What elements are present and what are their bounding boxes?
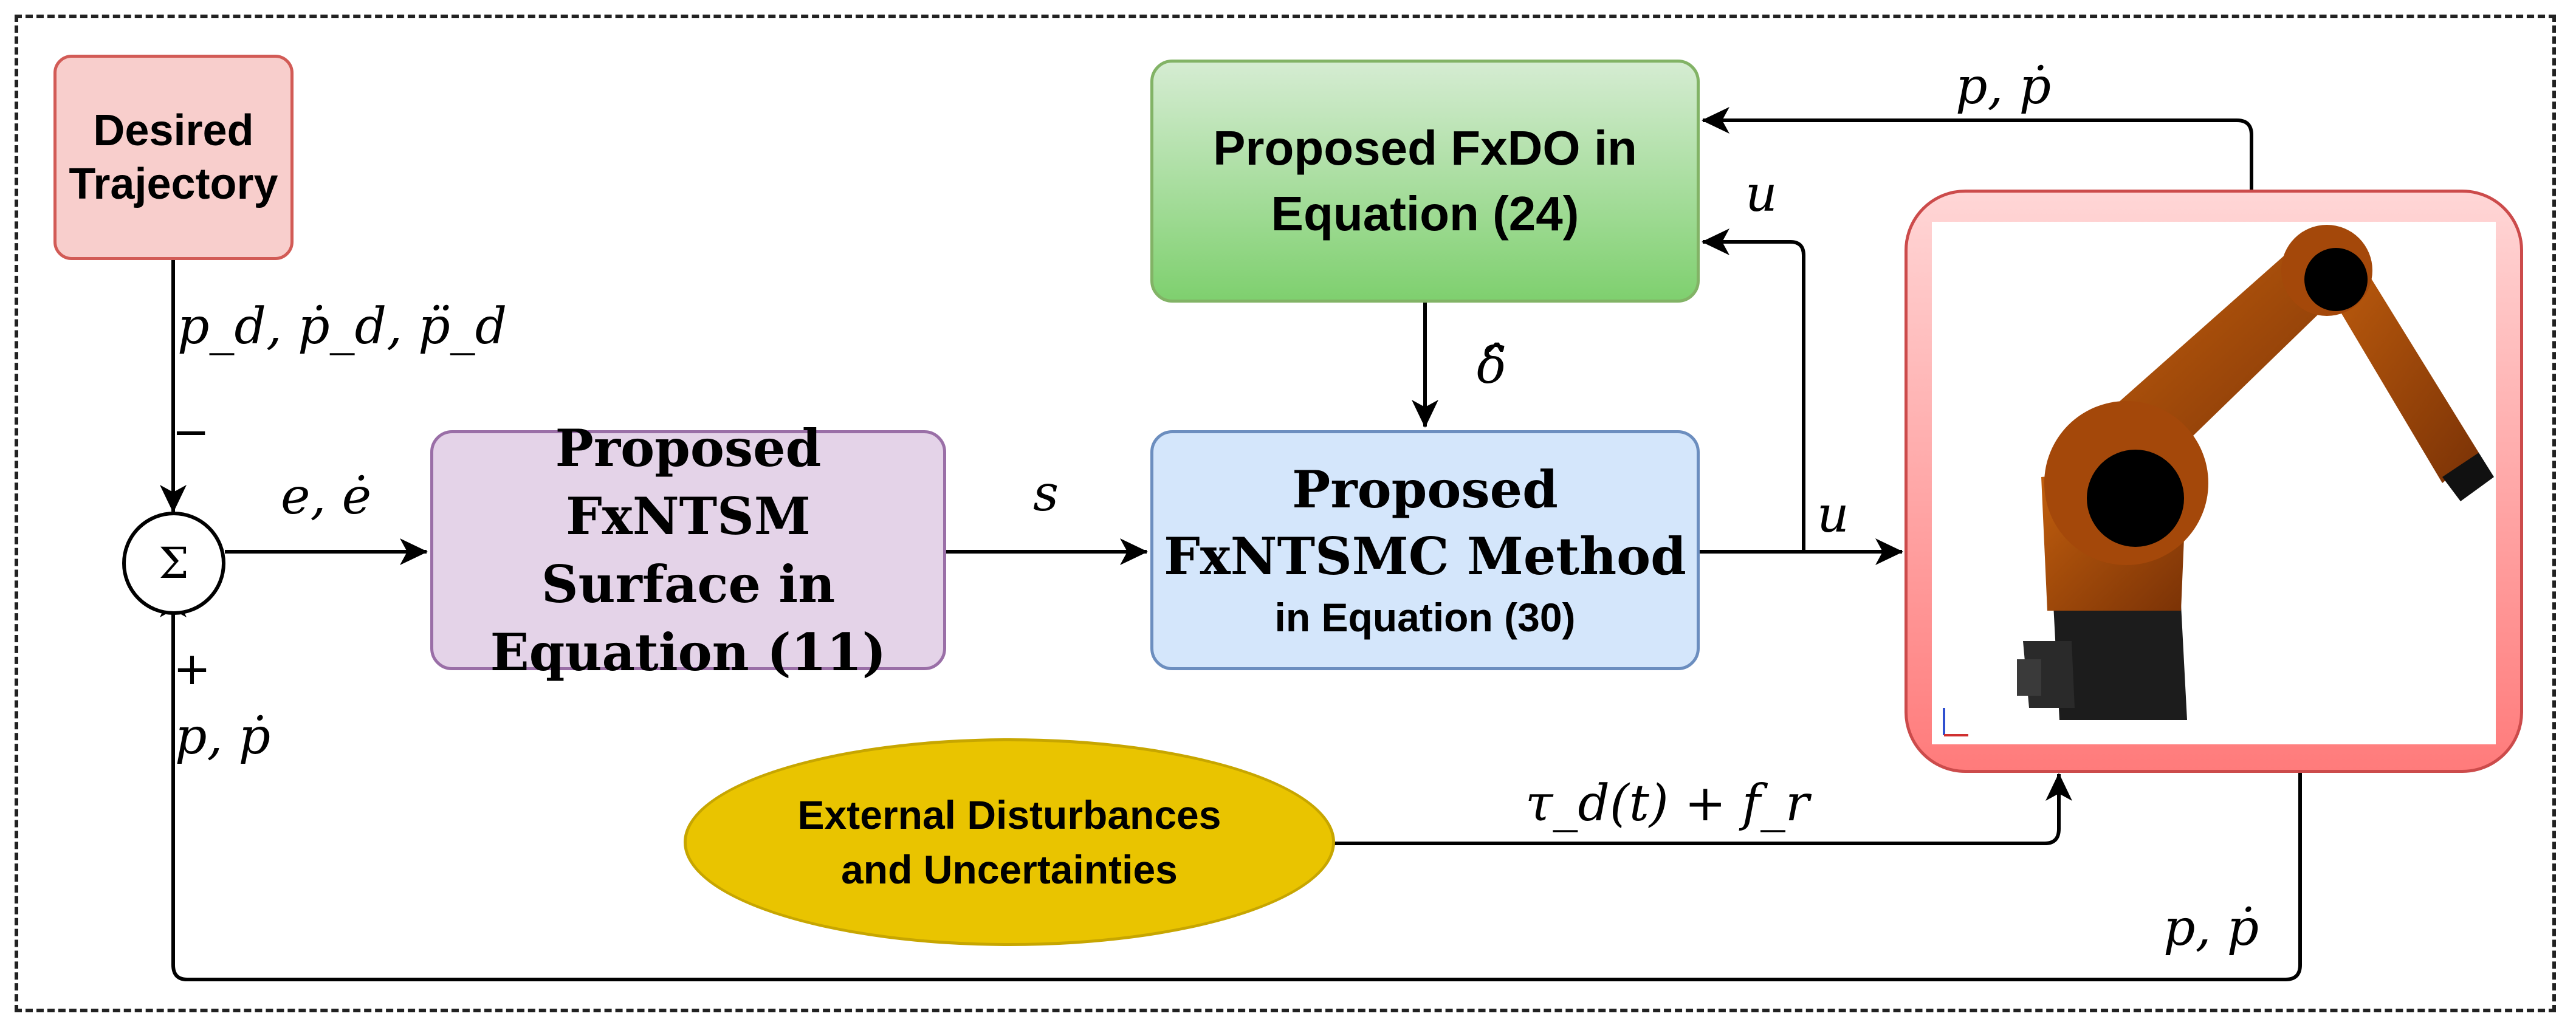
disturbance-block: External Disturbances and Uncertainties: [684, 738, 1335, 946]
dashed-frame: [15, 15, 2556, 1012]
arrow-u-to-observer: [1702, 228, 1805, 552]
sum-symbol: Σ: [159, 538, 189, 588]
observer-line-1: Proposed FxDO in: [1213, 121, 1637, 175]
disturbance-line-1: External Disturbances: [797, 792, 1221, 837]
sliding-surface-block: Proposed FxNTSM Surface in Equation (11): [430, 418, 946, 682]
robot-image-area: [1932, 222, 2496, 744]
observer-input-label: u: [1745, 165, 1777, 223]
feedback-left-label: p, ṗ: [175, 708, 271, 766]
desired-trajectory-block: Desired Trajectory: [53, 55, 294, 260]
observer-block: Proposed FxDO in Equation (24): [1150, 60, 1700, 303]
controller-line-2: FxNTSMC Method: [1164, 526, 1686, 586]
disturbance-line-2: and Uncertainties: [841, 847, 1178, 892]
summing-junction: Σ: [122, 512, 225, 615]
plant-block: [1905, 190, 2523, 773]
surface-line-2: Surface in: [541, 554, 836, 614]
feedback-top-label: p, ṗ: [1956, 58, 2052, 115]
desired-output-label: p_d, ṗ_d, p̈_d: [177, 298, 507, 355]
observer-line-2: Equation (24): [1271, 187, 1579, 241]
controller-block: Proposed FxNTSMC Method in Equation (30): [1150, 430, 1700, 670]
surface-line-1: Proposed FxNTSM: [555, 417, 822, 546]
minus-sign: −: [172, 406, 210, 458]
robot-arm-icon: [1943, 225, 2494, 736]
control-input-label: u: [1817, 486, 1849, 544]
disturbance-estimate-label: δ̂: [1477, 337, 1507, 395]
arrow-plant-to-observer: [1702, 107, 2253, 190]
error-label: e, ė: [281, 468, 372, 526]
desired-trajectory-label: Desired Trajectory: [69, 106, 278, 208]
feedback-bottom-label: p, ṗ: [2163, 899, 2259, 957]
disturbance-signal-label: τ_d(t) + f_r: [1525, 775, 1810, 832]
controller-line-3: in Equation (30): [1274, 594, 1576, 640]
plus-sign: +: [173, 643, 211, 695]
arrow-disturbance-to-plant: [1334, 773, 2072, 845]
surface-line-3: Equation (11): [490, 622, 887, 682]
arrow-feedback-to-sum: [160, 589, 2302, 981]
sliding-variable-label: s: [1033, 465, 1059, 523]
controller-line-1: Proposed: [1292, 459, 1558, 520]
